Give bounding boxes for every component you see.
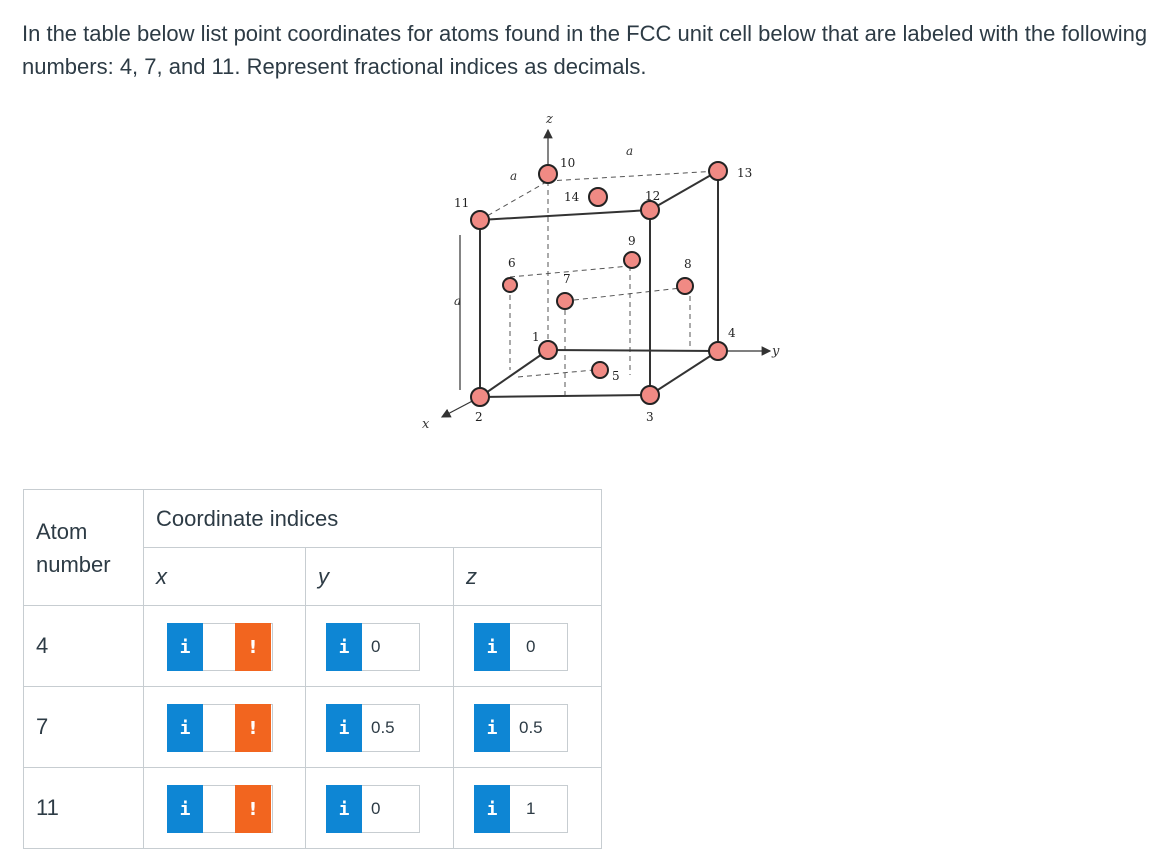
x-cell: i ! (143, 605, 306, 687)
z-column-header: z (453, 547, 602, 606)
z-value: 1 (526, 799, 536, 818)
z-cell: i 0.5 (453, 686, 602, 768)
x-value (212, 785, 232, 833)
coordinate-indices-header: Coordinate indices (143, 489, 602, 548)
atom-11 (470, 210, 490, 230)
atom-label: 9 (628, 234, 636, 248)
atom-number-header: Atom number (23, 489, 144, 606)
y-axis-label: y (771, 344, 780, 359)
hidden-edge (517, 368, 606, 378)
y-value: 0 (371, 637, 381, 656)
table-header-row: Atom number Coordinate indices (23, 489, 602, 606)
lattice-a-label: a (626, 144, 633, 158)
info-icon[interactable]: i (167, 623, 203, 671)
atom-label: 13 (737, 166, 752, 180)
atom-label: 4 (728, 326, 736, 340)
atom-10 (538, 164, 558, 184)
info-icon[interactable]: i (474, 623, 510, 671)
hidden-edge (547, 170, 719, 182)
y-cell: i 0 (305, 605, 454, 687)
atom-12 (640, 200, 660, 220)
atom-label: 2 (475, 410, 483, 424)
y-cell: i 0.5 (305, 686, 454, 768)
y-cell: i 0 (305, 767, 454, 849)
atom-7 (556, 292, 574, 310)
atom-8 (676, 277, 694, 295)
atom-6 (502, 277, 518, 293)
atom-label: 10 (560, 156, 575, 170)
lattice-a-label: a (454, 294, 461, 308)
atom-label: 11 (454, 196, 469, 210)
atom-3 (640, 385, 660, 405)
fcc-unit-cell-figure: z y x a a a 1 2 3 4 5 6 (400, 105, 780, 435)
coordinate-table: Atom number Coordinate indices x y z 4 i… (23, 489, 602, 849)
table-row: 4 i ! i 0 i 0 (23, 605, 602, 687)
table-row: 7 i ! i 0.5 i 0.5 (23, 686, 602, 768)
z-cell: i 0 (453, 605, 602, 687)
cube-edge (649, 350, 719, 396)
y-value: 0.5 (371, 718, 395, 737)
atom-label: 1 (532, 330, 540, 344)
question-text: In the table below list point coordinate… (22, 21, 1148, 79)
x-value (212, 704, 232, 752)
atom-label: 3 (646, 410, 654, 424)
atom-2 (470, 387, 490, 407)
atom-label: 6 (508, 256, 516, 270)
error-icon[interactable]: ! (235, 623, 271, 671)
atom-label: 8 (684, 257, 692, 271)
atom-4 (708, 341, 728, 361)
z-value: 0 (526, 637, 536, 656)
error-icon[interactable]: ! (235, 785, 271, 833)
atom-14 (588, 187, 608, 207)
x-value (212, 623, 232, 671)
cube-edge (479, 394, 651, 398)
axis-header-row: x y z (24, 547, 602, 606)
x-column-header: x (143, 547, 306, 606)
z-axis-label: z (545, 112, 553, 127)
atom-label: 14 (564, 190, 580, 204)
cube-edge (547, 349, 719, 352)
x-cell: i ! (143, 767, 306, 849)
cube-edge (649, 170, 719, 211)
table-row: 11 i ! i 0 i 1 (23, 767, 602, 849)
x-cell: i ! (143, 686, 306, 768)
cube-edge (479, 209, 651, 221)
info-icon[interactable]: i (326, 704, 362, 752)
atom-label: 7 (563, 272, 571, 286)
lattice-a-label: a (510, 169, 517, 183)
hidden-edge (479, 180, 549, 221)
info-icon[interactable]: i (326, 623, 362, 671)
x-axis-label: x (422, 417, 430, 432)
atom-number-cell: 7 (23, 686, 144, 768)
error-icon[interactable]: ! (235, 704, 271, 752)
atom-label: 12 (645, 189, 660, 203)
info-icon[interactable]: i (326, 785, 362, 833)
info-icon[interactable]: i (167, 785, 203, 833)
atom-number-cell: 4 (23, 605, 144, 687)
atom-5 (591, 361, 609, 379)
y-column-header: y (305, 547, 454, 606)
atom-9 (623, 251, 641, 269)
atom-1 (538, 340, 558, 360)
z-value: 0.5 (519, 718, 543, 737)
hidden-edge (564, 286, 691, 302)
y-value: 0 (371, 799, 381, 818)
info-icon[interactable]: i (167, 704, 203, 752)
cube-edge (479, 349, 549, 398)
atom-label: 5 (612, 369, 620, 383)
info-icon[interactable]: i (474, 785, 510, 833)
info-icon[interactable]: i (474, 704, 510, 752)
atom-13 (708, 161, 728, 181)
hidden-edge (509, 265, 631, 278)
z-cell: i 1 (453, 767, 602, 849)
atom-number-cell: 11 (23, 767, 144, 849)
